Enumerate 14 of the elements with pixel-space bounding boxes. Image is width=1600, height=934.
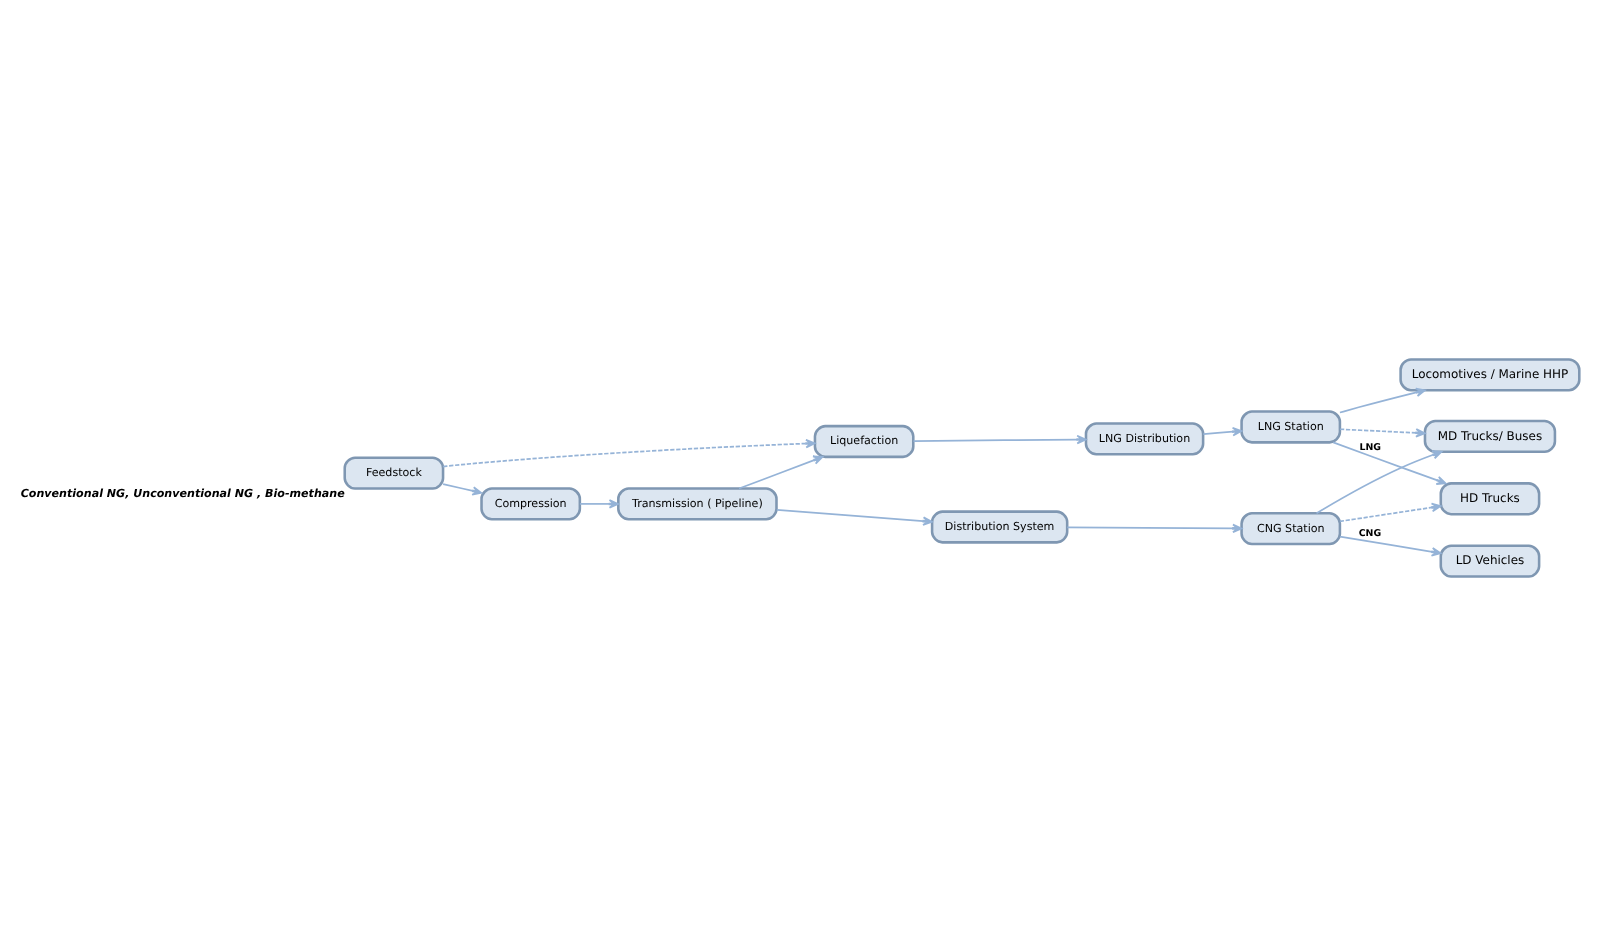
arrow	[442, 437, 816, 467]
arrow	[1339, 386, 1426, 413]
arrow	[442, 482, 483, 495]
arrow	[1339, 501, 1442, 522]
arrow	[1315, 449, 1443, 514]
arrow	[1332, 440, 1447, 484]
arrow	[579, 498, 619, 508]
arrow	[1339, 534, 1442, 556]
arrow	[775, 508, 933, 525]
arrow	[1066, 522, 1243, 533]
arrow	[738, 454, 824, 489]
arrow	[912, 433, 1087, 444]
arrow	[1339, 427, 1426, 437]
arrow	[1202, 426, 1243, 436]
